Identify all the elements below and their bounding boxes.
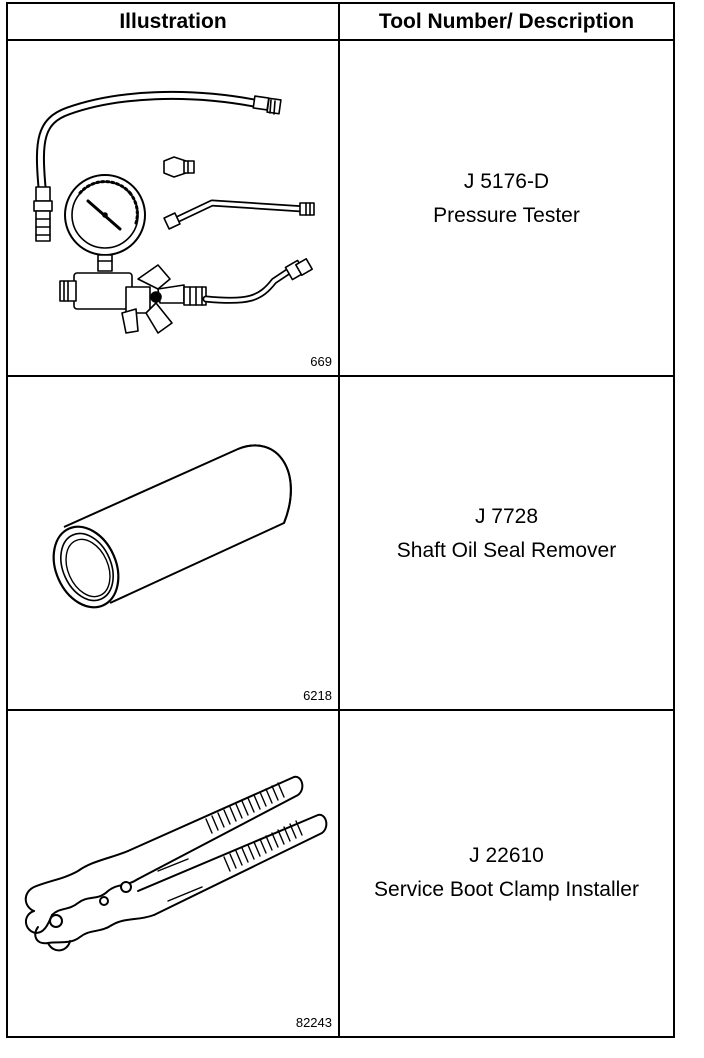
table-row: 669 J 5176-D Pressure Tester bbox=[8, 41, 673, 377]
tool-description-cell: J 7728 Shaft Oil Seal Remover bbox=[340, 377, 673, 709]
tool-number: J 5176-D bbox=[463, 170, 550, 193]
table-row: 82243 J 22610 Service Boot Clamp Install… bbox=[8, 711, 673, 1036]
figure-number: 6218 bbox=[303, 688, 332, 703]
table-header: Illustration Tool Number/ Description bbox=[8, 4, 673, 41]
table-row: 6218 J 7728 Shaft Oil Seal Remover bbox=[8, 377, 673, 711]
tool-table: Illustration Tool Number/ Description bbox=[6, 2, 675, 1038]
tool-description: Shaft Oil Seal Remover bbox=[396, 539, 617, 562]
illustration-cell: 6218 bbox=[8, 377, 338, 709]
tool-description-cell: J 5176-D Pressure Tester bbox=[340, 41, 673, 375]
tool-description: Pressure Tester bbox=[433, 204, 580, 227]
tool-number: J 22610 bbox=[469, 843, 544, 867]
tool-description: Service Boot Clamp Installer bbox=[374, 877, 639, 901]
seal-remover-icon bbox=[52, 444, 292, 609]
figure-number: 669 bbox=[310, 354, 332, 369]
illustration-cell: 669 bbox=[8, 41, 338, 375]
illustration-cell: 82243 bbox=[8, 711, 338, 1036]
pressure-tester-icon bbox=[33, 90, 315, 334]
tool-description-header: Tool Number/ Description bbox=[378, 10, 635, 33]
column-divider bbox=[338, 4, 340, 1036]
tool-description-cell: J 22610 Service Boot Clamp Installer bbox=[340, 711, 673, 1036]
tool-number: J 7728 bbox=[474, 505, 539, 528]
figure-number: 82243 bbox=[295, 1015, 332, 1030]
clamp-installer-icon bbox=[24, 775, 328, 952]
illustration-header: Illustration bbox=[119, 10, 227, 33]
